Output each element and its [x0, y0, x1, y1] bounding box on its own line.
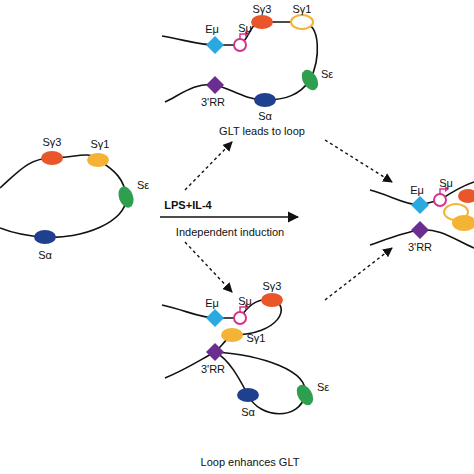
- enhancer-diamond-shape: [206, 36, 224, 54]
- shape-outline: [432, 192, 448, 208]
- switch-region: Sε: [297, 67, 323, 93]
- chromatin-loop: [0, 155, 126, 237]
- enhancer-diamond: 3'RR: [206, 76, 224, 94]
- switch-region: Sγ3: [39, 145, 65, 171]
- switch-region: Sγ3: [249, 9, 275, 35]
- switch-region-shape: [237, 388, 259, 402]
- region-label: Sε: [317, 382, 329, 393]
- switch-region-shape: [116, 184, 137, 209]
- enhancer-diamond-shape: [206, 309, 224, 327]
- switch-region-shape: [34, 230, 56, 244]
- enhancer-diamond: Eμ: [411, 196, 429, 214]
- region-label: Sμ: [238, 23, 252, 34]
- enhancer-diamond-shape: [206, 76, 224, 94]
- solid-arrow: [160, 216, 298, 218]
- switch-region: Sε: [113, 184, 139, 210]
- switch-region-shape: [254, 93, 276, 107]
- enhancer-diamond-shape: [411, 196, 429, 214]
- arrow-caption: GLT leads to loop: [219, 126, 305, 137]
- chromatin-loop: [162, 22, 317, 102]
- switch-region: [458, 189, 474, 203]
- shape-outline: [232, 310, 248, 326]
- enhancer-diamond: Eμ: [206, 36, 224, 54]
- arrow-caption: Independent induction: [176, 227, 284, 238]
- region-label: Sγ3: [253, 4, 272, 15]
- chromatin-loop: [215, 352, 305, 414]
- switch-region: Sα: [235, 382, 261, 408]
- shape-outline: [206, 36, 224, 54]
- shape-outline: [206, 343, 224, 361]
- switch-region: Sγ1: [289, 9, 315, 35]
- dashed-arrow: [185, 242, 232, 292]
- switch-region-shape: [293, 382, 316, 408]
- promoter-circle: Sμ: [432, 192, 448, 208]
- shape-outline: [292, 382, 318, 408]
- switch-region-shape: [87, 153, 109, 167]
- shape-outline: [297, 67, 323, 93]
- switch-region: Sγ1: [85, 147, 111, 173]
- region-label: Sα: [38, 250, 52, 261]
- chromatin-loop: [162, 300, 281, 378]
- shape-outline: [85, 147, 111, 173]
- region-label: Sα: [241, 407, 255, 418]
- switch-region: Sγ3: [259, 287, 285, 313]
- switch-region: Sγ1: [219, 322, 245, 348]
- promoter-circle-shape: [234, 312, 246, 324]
- shape-outline: [206, 76, 224, 94]
- dashed-arrow: [325, 248, 392, 300]
- switch-region-shape: [251, 15, 273, 29]
- region-label: Sα: [258, 111, 272, 122]
- region-label: Sε: [321, 69, 333, 80]
- switch-region: Sε: [292, 382, 318, 408]
- shape-outline: [235, 382, 261, 408]
- enhancer-diamond: 3'RR: [411, 221, 429, 239]
- arrow-caption: Loop enhances GLT: [201, 457, 300, 468]
- switch-region: Sα: [252, 87, 278, 113]
- enhancer-diamond-shape: [206, 343, 224, 361]
- region-label: Eμ: [205, 24, 219, 35]
- shape-outline: [411, 196, 429, 214]
- region-label: Sγ1: [293, 4, 312, 15]
- shape-outline: [411, 221, 429, 239]
- promoter-circle-shape: [234, 39, 246, 51]
- stimulus-label: LPS+IL-4: [164, 200, 211, 211]
- region-label: Sε: [137, 180, 149, 191]
- promoter-circle: Sμ: [232, 37, 248, 53]
- region-label: Sγ3: [263, 281, 282, 292]
- shape-outline: [252, 87, 278, 113]
- shape-outline: [32, 224, 58, 250]
- enhancer-diamond-shape: [411, 221, 429, 239]
- region-label: 3'RR: [201, 97, 225, 108]
- switch-region-shape: [221, 328, 243, 342]
- enhancer-diamond: 3'RR: [206, 343, 224, 361]
- switch-region-shape: [291, 15, 313, 29]
- dashed-arrow: [325, 140, 392, 182]
- shape-outline: [232, 37, 248, 53]
- region-label: Sγ1: [91, 139, 110, 150]
- region-label: 3'RR: [201, 364, 225, 375]
- region-label: 3'RR: [408, 242, 432, 253]
- region-label: Sγ3: [43, 137, 62, 148]
- promoter-circle-shape: [434, 194, 446, 206]
- switch-region-shape: [298, 67, 321, 93]
- promoter-circle: Sμ: [232, 310, 248, 326]
- shape-outline: [113, 184, 139, 210]
- region-label: Sμ: [238, 296, 252, 307]
- shape-outline: [219, 322, 245, 348]
- switch-region: Sα: [32, 224, 58, 250]
- region-label: Eμ: [410, 185, 424, 196]
- region-label: Sμ: [439, 178, 453, 189]
- enhancer-diamond: Eμ: [206, 309, 224, 327]
- region-label: Eμ: [205, 298, 219, 309]
- shape-outline: [206, 309, 224, 327]
- switch-region: [452, 215, 474, 231]
- region-label: Sγ1: [247, 333, 266, 344]
- dashed-arrow: [185, 142, 232, 190]
- switch-region-shape: [41, 151, 63, 165]
- switch-region-shape: [261, 293, 283, 307]
- shape-outline: [39, 145, 65, 171]
